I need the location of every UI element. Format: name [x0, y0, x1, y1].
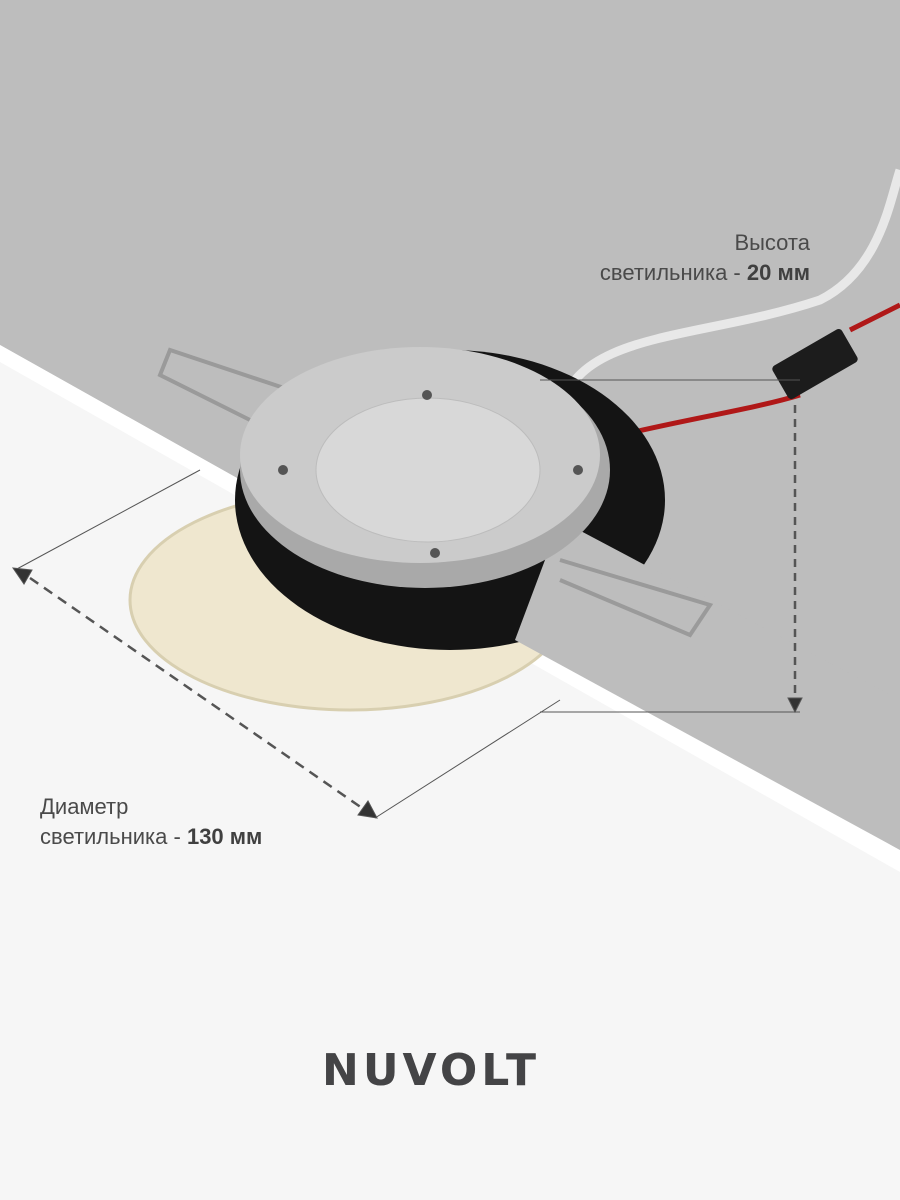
- left-spring-clip: [157, 347, 321, 422]
- height-label-line1: Высота: [734, 230, 810, 255]
- brand-logo: NUVOLT: [322, 1045, 541, 1096]
- connector: [772, 329, 858, 399]
- height-value: 20 мм: [746, 260, 810, 285]
- diameter-annotation: Диаметр светильника - 130 мм: [40, 792, 262, 852]
- diameter-value: 130 мм: [186, 824, 263, 849]
- height-label-prefix: светильника -: [599, 260, 747, 285]
- screw-icon: [430, 548, 440, 558]
- screw-icon: [573, 465, 583, 475]
- screw-icon: [278, 465, 288, 475]
- lamp-center-disc: [315, 397, 541, 543]
- screw-icon: [422, 390, 432, 400]
- diameter-label-prefix: светильника -: [40, 824, 187, 849]
- height-annotation: Высота светильника - 20 мм: [600, 228, 810, 288]
- white-cable: [555, 168, 900, 412]
- right-spring-clip: [559, 558, 714, 638]
- height-dimension: [540, 379, 803, 714]
- diameter-label-line1: Диаметр: [40, 794, 129, 819]
- diameter-dimension: [11, 469, 561, 819]
